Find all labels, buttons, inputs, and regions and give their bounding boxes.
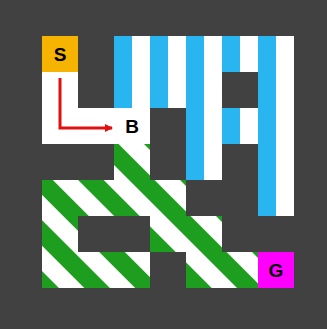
cell-letter: S bbox=[54, 45, 67, 64]
path-arrow bbox=[60, 78, 112, 128]
cell-letter: B bbox=[125, 117, 139, 136]
waypoint-cell: B bbox=[114, 108, 150, 144]
cell-letter: G bbox=[269, 261, 284, 280]
green-region bbox=[42, 144, 258, 288]
white-path bbox=[42, 72, 150, 144]
start-cell: S bbox=[42, 36, 78, 72]
goal-cell: G bbox=[258, 252, 294, 288]
